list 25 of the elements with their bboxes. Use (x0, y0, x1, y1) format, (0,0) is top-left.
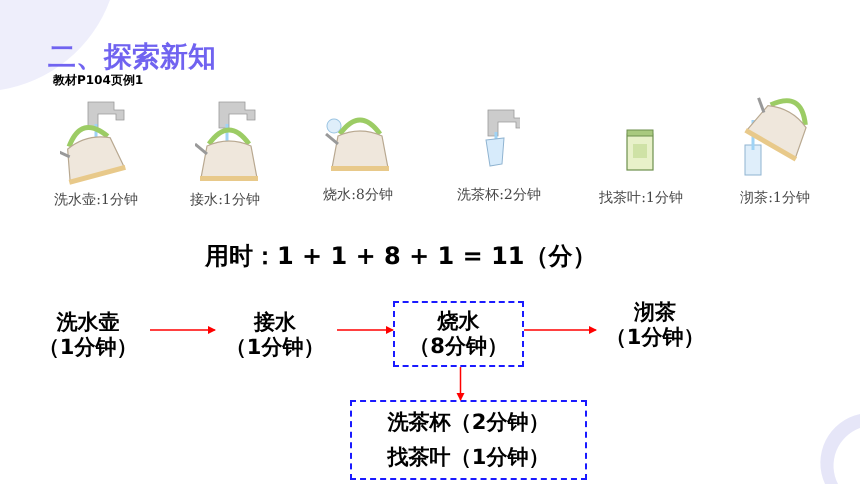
box-text: 洗茶杯（2分钟） (388, 410, 550, 435)
box-text: 找茶叶（1分钟） (388, 445, 550, 470)
arrow (150, 326, 216, 334)
picture-caption: 找茶叶:1分钟 (599, 189, 683, 207)
box-text: 烧水 (438, 309, 480, 334)
arrow (337, 326, 394, 334)
arrow (456, 367, 464, 401)
title: 二、探索新知 (48, 39, 216, 74)
arrow (524, 326, 597, 334)
dashed-box (393, 301, 524, 367)
picture-caption: 洗茶杯:2分钟 (457, 186, 541, 204)
step-text: （1分钟） (226, 335, 324, 360)
step-text: （1分钟） (606, 325, 704, 350)
picture-caption: 接水:1分钟 (190, 191, 260, 209)
equation: 用时：1 + 1 + 8 + 1 = 11（分） (205, 241, 596, 272)
picture-caption: 烧水:8分钟 (323, 186, 393, 204)
step-text: 洗水壶 (56, 310, 120, 335)
dashed-box (350, 400, 587, 480)
picture-caption: 沏茶:1分钟 (740, 189, 810, 207)
box-text: （8分钟） (409, 334, 508, 359)
step-text: 沏茶 (634, 300, 676, 325)
step-text: （1分钟） (38, 335, 138, 360)
picture-caption: 洗水壶:1分钟 (54, 191, 138, 209)
step-text: 接水 (254, 310, 296, 335)
source-note: 教材P104页例1 (53, 72, 144, 89)
